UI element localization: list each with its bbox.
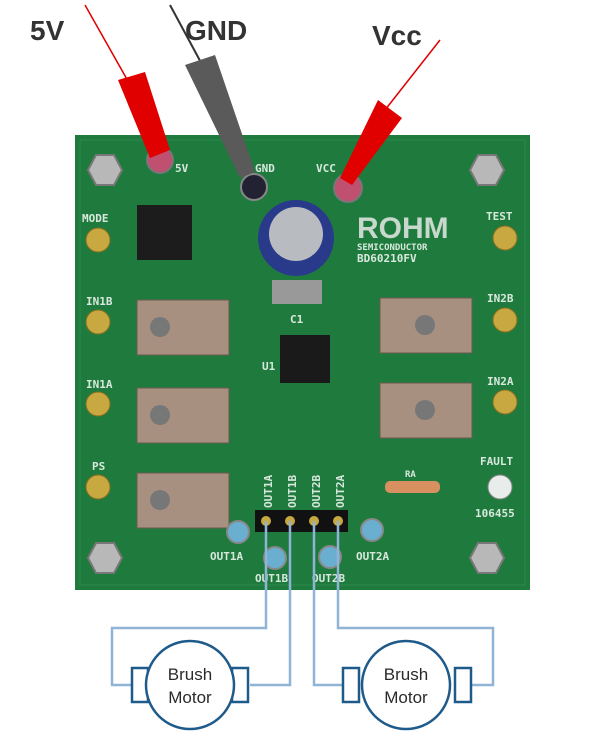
pin-label-5v: 5V — [175, 162, 189, 175]
tp-label-out1b: OUT1B — [255, 572, 288, 585]
red-clip-vcc — [340, 100, 402, 185]
tp-out2b[interactable] — [318, 545, 342, 569]
header-label-out1a: OUT1A — [262, 475, 275, 508]
tp-label-out2a: OUT2A — [356, 550, 389, 563]
pin-label-ps: PS — [92, 460, 105, 473]
pin-label-mode: MODE — [82, 212, 109, 225]
header-label-out2a: OUT2A — [334, 475, 347, 508]
rohm-logo: ROHM — [357, 212, 449, 245]
capacitor-c1 — [272, 280, 322, 304]
pin-label-gnd: GND — [255, 162, 275, 175]
motor-2-label-line1: Brush — [384, 665, 428, 684]
screw-icon — [86, 154, 506, 574]
pin-label-test: TEST — [486, 210, 513, 223]
pin-label-fault: FAULT — [480, 455, 513, 468]
output-header — [255, 510, 348, 532]
pin-label-in2a: IN2A — [487, 375, 514, 388]
pin-fault[interactable] — [487, 474, 513, 500]
pin-label-in1b: IN1B — [86, 295, 113, 308]
motor-1-label-line1: Brush — [168, 665, 212, 684]
pin-label-in2b: IN2B — [487, 292, 514, 305]
tp-out1b[interactable] — [263, 546, 287, 570]
pin-label-in1a: IN1A — [86, 378, 113, 391]
motor-wiring — [110, 521, 495, 687]
pin-mode[interactable] — [85, 227, 111, 253]
brush-motor-2 — [341, 639, 473, 731]
resistor-ra — [385, 481, 440, 493]
pin-in2a[interactable] — [492, 389, 518, 415]
ic-u1 — [280, 335, 330, 383]
switch-mode[interactable] — [137, 205, 192, 260]
label-5v: 5V — [30, 15, 65, 46]
tp-out2a[interactable] — [360, 518, 384, 542]
label-gnd: GND — [185, 15, 247, 46]
pin-in2b[interactable] — [492, 307, 518, 333]
terminal-gnd[interactable] — [240, 173, 268, 201]
tp-label-out2b: OUT2B — [312, 572, 345, 585]
brush-motor-1 — [130, 639, 250, 731]
red-clip-5v — [118, 72, 170, 158]
header-label-out1b: OUT1B — [286, 475, 299, 508]
tp-label-out1a: OUT1A — [210, 550, 243, 563]
refdes-ra: RA — [405, 470, 416, 480]
motor-1-label-line2: Motor — [168, 688, 212, 707]
header-label-out2b: OUT2B — [310, 475, 323, 508]
pin-ps[interactable] — [85, 474, 111, 500]
label-vcc: Vcc — [372, 20, 422, 51]
motor-2-label-line2: Motor — [384, 688, 428, 707]
tp-out1a[interactable] — [226, 520, 250, 544]
gray-clip-gnd — [185, 55, 255, 178]
pin-label-vcc: VCC — [316, 162, 336, 175]
rohm-sub: SEMICONDUCTOR — [357, 243, 428, 253]
pin-in1a[interactable] — [85, 391, 111, 417]
refdes-c1: C1 — [290, 313, 304, 326]
part-number: BD60210FV — [357, 252, 417, 265]
pin-test[interactable] — [492, 225, 518, 251]
pin-in1b[interactable] — [85, 309, 111, 335]
serial-number: 106455 — [475, 507, 515, 520]
refdes-u1: U1 — [262, 360, 276, 373]
